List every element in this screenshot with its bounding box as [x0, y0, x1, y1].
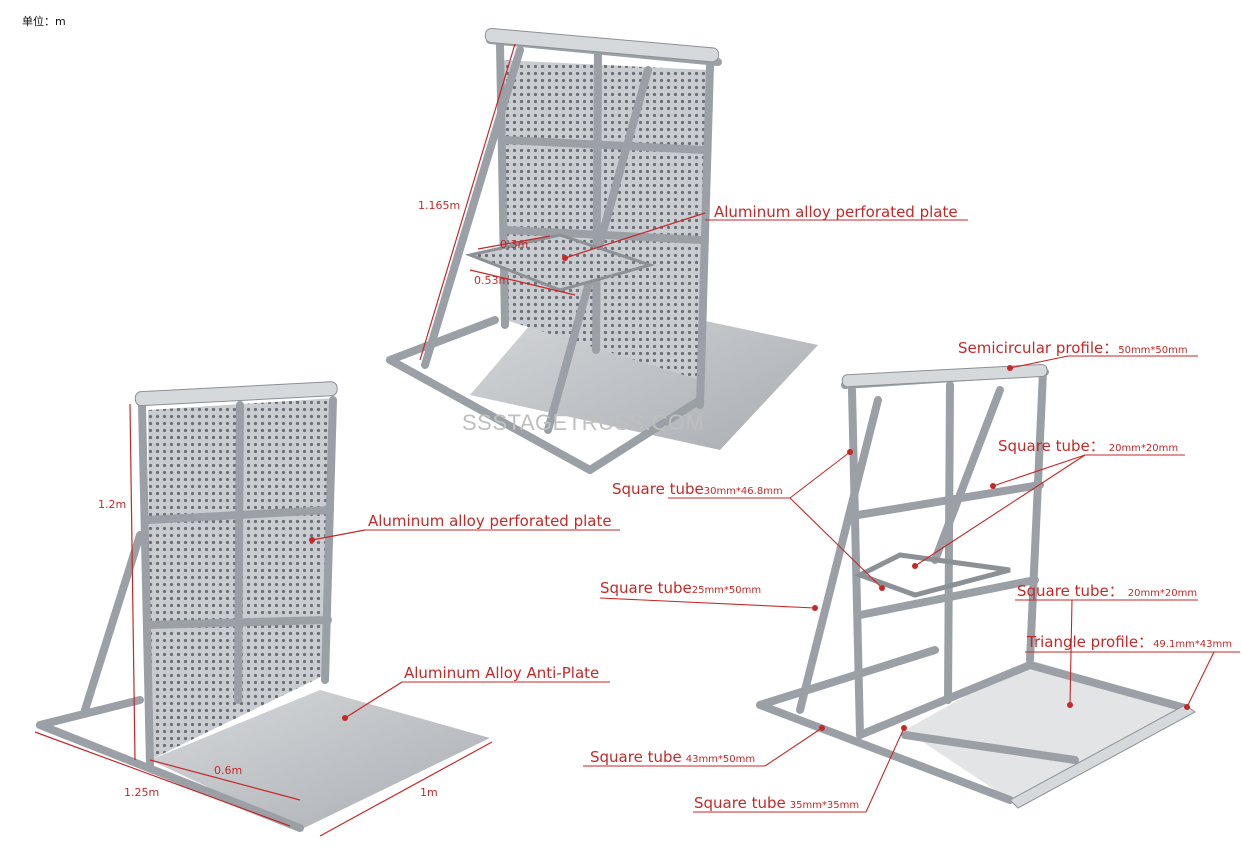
right-ramp [1009, 704, 1196, 809]
callout-square-tube-30: Square tube30mm*46.8mm [612, 480, 783, 498]
right-floor-plate [905, 660, 1185, 800]
callout-triangle-profile: Triangle profile：49.1mm*43mm [1026, 633, 1232, 651]
right-handrail [841, 364, 1048, 388]
right-barrier: Semicircular profile：50mm*50mm Square tu… [583, 339, 1240, 813]
left-perforated-dot [309, 537, 315, 543]
top-callout-dot [562, 255, 568, 261]
left-width-label: 1m [420, 786, 438, 799]
left-anti-plate-callout: Aluminum Alloy Anti-Plate [404, 664, 599, 682]
top-step-width-label: 0.53m [474, 274, 509, 287]
unit-label: 单位：m [22, 15, 66, 28]
top-handrail [484, 28, 720, 63]
top-dimension-lines [419, 43, 706, 361]
left-base-depth-label: 1.25m [124, 786, 159, 799]
callout-semicircular-profile: Semicircular profile：50mm*50mm [958, 339, 1188, 357]
callout-square-tube-25: Square tube25mm*50mm [600, 579, 761, 597]
left-perforated-callout: Aluminum alloy perforated plate [368, 512, 612, 530]
left-inner-depth-label: 0.6m [214, 764, 242, 777]
left-barrier: 1.2m 0.6m 1.25m 1m Aluminum alloy perfor… [34, 381, 620, 837]
left-dimension-lines [34, 403, 493, 837]
watermark: SSSTAGETRUSS.COM [462, 410, 705, 435]
top-step [464, 233, 656, 292]
left-anti-plate-dot [342, 715, 348, 721]
top-perforated-callout: Aluminum alloy perforated plate [714, 203, 958, 221]
left-floor-plate [150, 690, 490, 830]
right-callout-lines [583, 355, 1240, 813]
left-frame [36, 396, 337, 832]
top-barrier: 1.165m 0.3m 0.53m Aluminum alloy perfora… [386, 28, 968, 474]
right-callout-dots [812, 365, 1190, 731]
top-step-depth-label: 0.3m [500, 238, 528, 251]
left-handrail [134, 381, 338, 407]
top-height-label: 1.165m [418, 199, 460, 212]
callout-square-tube-20-lower: Square tube：20mm*20mm [1017, 582, 1197, 600]
callout-square-tube-20-upper: Square tube：20mm*20mm [998, 437, 1178, 455]
left-height-label: 1.2m [98, 498, 126, 511]
right-step-frame [853, 552, 1011, 598]
